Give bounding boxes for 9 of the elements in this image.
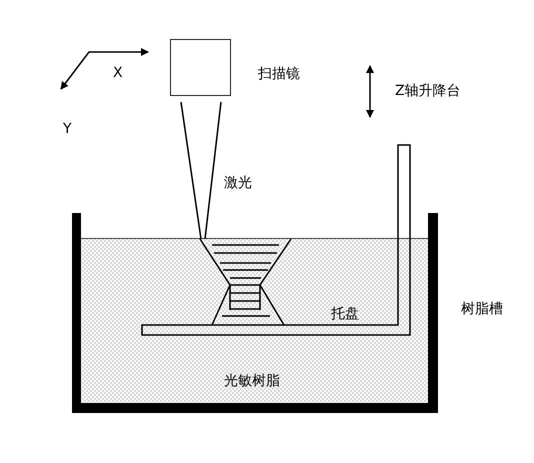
part-label: 光敏树脂 — [224, 374, 280, 390]
part-label: 托盘 — [331, 307, 359, 322]
part-label: 激光 — [224, 176, 252, 192]
part-label: 扫描镜 — [258, 67, 300, 82]
axis-label: X — [113, 66, 123, 82]
part-label: 树脂槽 — [461, 302, 503, 318]
part-label: Z轴升降台 — [395, 84, 461, 100]
axis-label: Y — [63, 122, 72, 138]
scanner-box — [170, 39, 231, 96]
